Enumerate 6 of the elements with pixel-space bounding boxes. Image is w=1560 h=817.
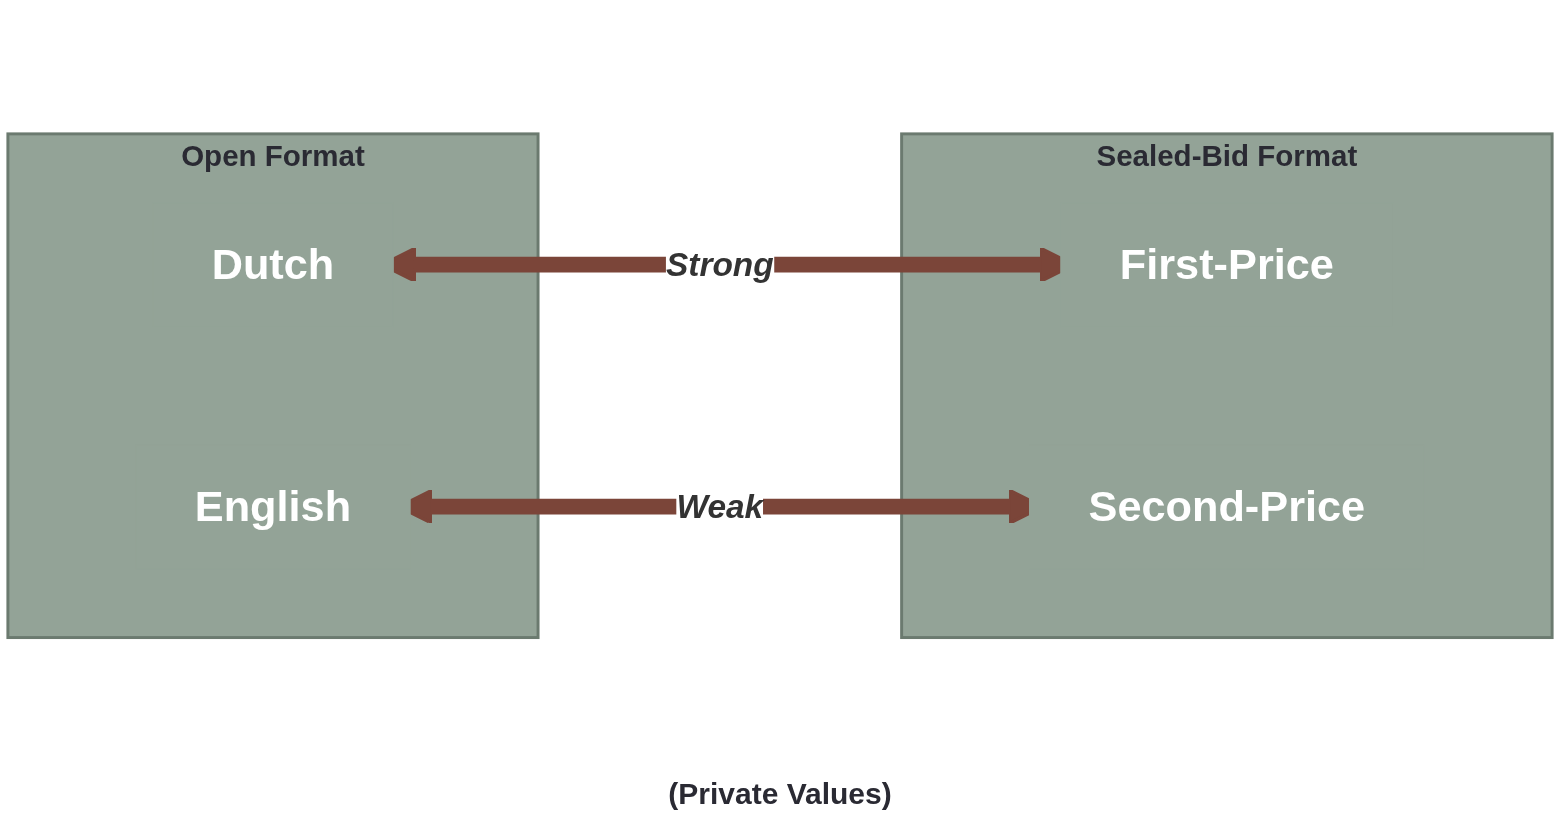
diagram: Open Format Sealed-Bid Format Strong Weak Dutch English First-Price Second-Price (0, 125, 1560, 646)
edge-label: Strong (665, 245, 774, 283)
note-text: (Private Values) (668, 777, 892, 810)
cluster (900, 132, 1554, 639)
cluster (6, 132, 540, 639)
edge-label: Weak (676, 487, 764, 525)
